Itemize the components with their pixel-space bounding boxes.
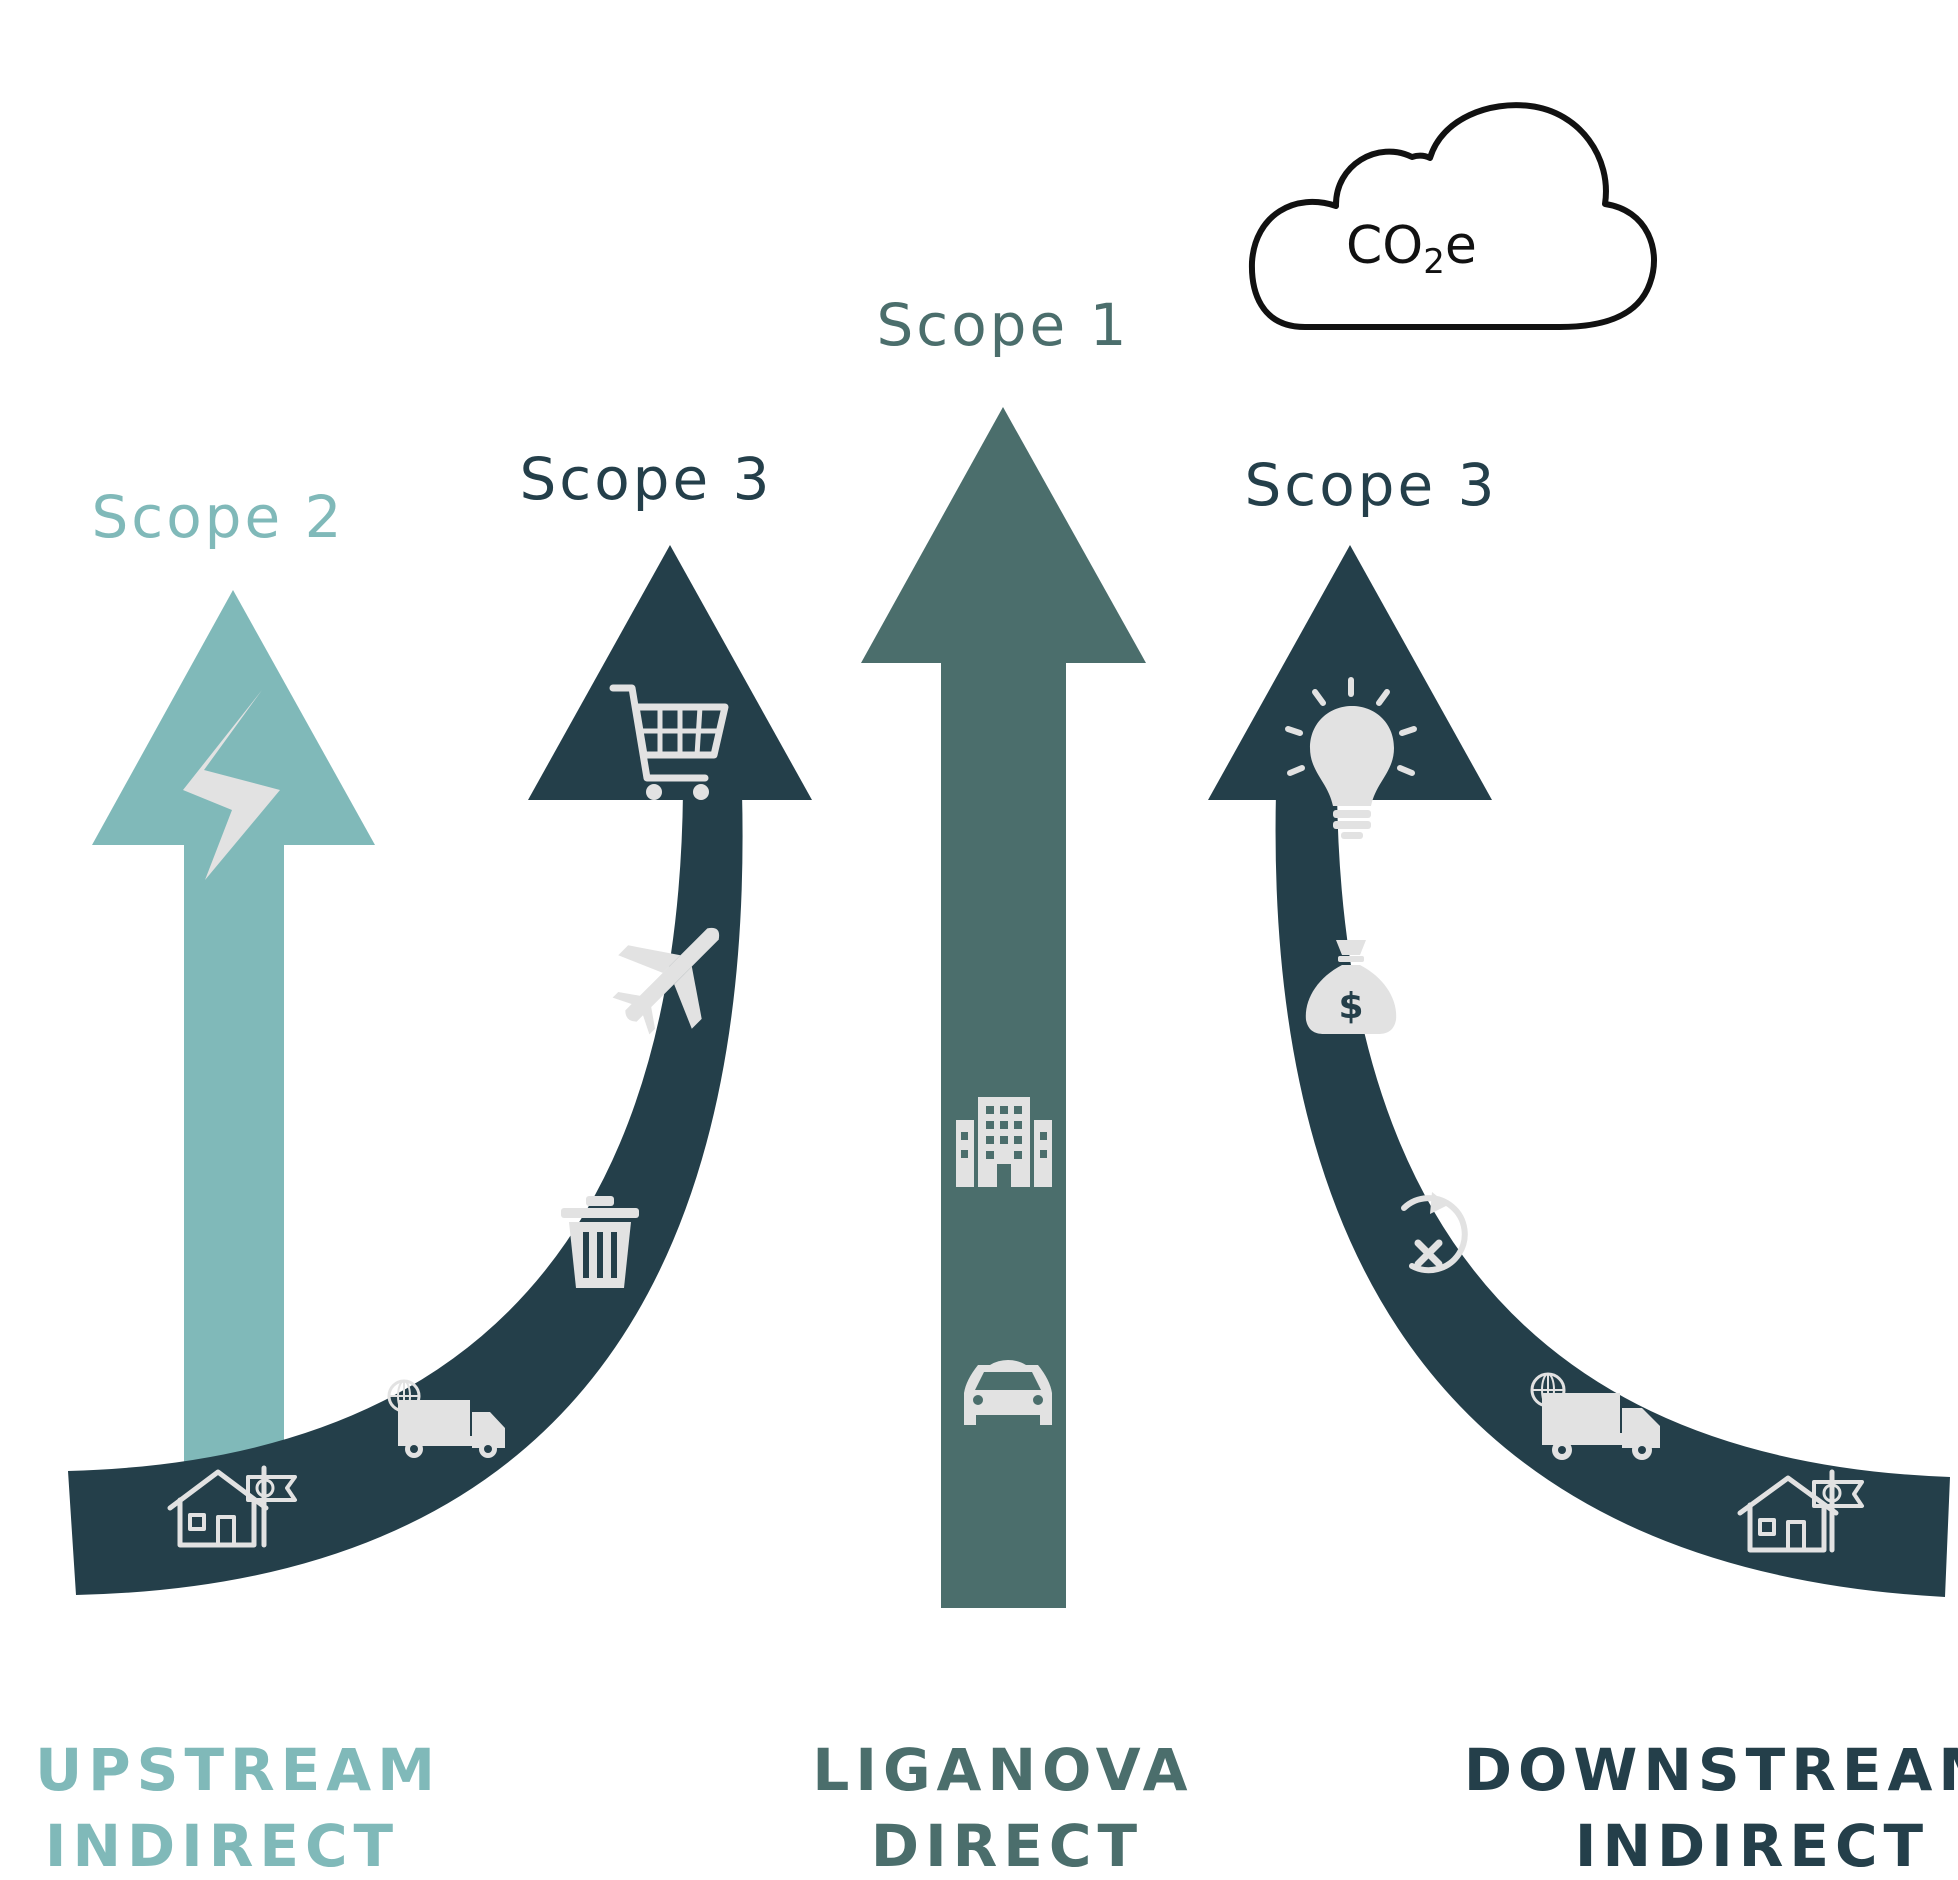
scope3-upstream-arrow — [68, 545, 812, 1595]
svg-text:CO2e: CO2e — [1346, 216, 1477, 282]
liganova-direct-label: LIGANOVA DIRECT — [812, 1736, 1193, 1880]
trash-bin-icon — [561, 1196, 639, 1288]
scope1-arrow — [861, 407, 1146, 1608]
scope3-upstream-label: Scope 3 — [519, 445, 772, 513]
house-signpost-icon-downstream — [1737, 1469, 1864, 1553]
co2e-label: CO — [1346, 216, 1423, 276]
light-bulb-icon — [1285, 677, 1417, 839]
co2e-suffix: e — [1445, 216, 1477, 276]
downstream-indirect-label: DOWNSTREAM INDIRECT — [1464, 1736, 1958, 1880]
scope2-arrow — [92, 590, 375, 1465]
airplane-icon — [612, 927, 720, 1035]
shopping-cart-icon — [609, 684, 729, 800]
downstream-line2: INDIRECT — [1575, 1812, 1929, 1880]
car-icon — [964, 1360, 1052, 1425]
svg-text:$: $ — [1338, 986, 1363, 1027]
scope2-label: Scope 2 — [91, 483, 344, 551]
delivery-truck-globe-icon-downstream — [1530, 1372, 1660, 1460]
delivery-truck-globe-icon — [387, 1379, 505, 1458]
return-cancel-icon — [1401, 1192, 1468, 1274]
co2e-subscript: 2 — [1423, 242, 1445, 282]
cloud-icon — [1248, 102, 1657, 330]
co2e-cloud: CO2e — [1248, 102, 1657, 330]
downstream-line1: DOWNSTREAM — [1464, 1736, 1958, 1804]
lightning-icon — [183, 690, 280, 880]
upstream-line2: INDIRECT — [45, 1812, 399, 1880]
upstream-line1: UPSTREAM — [35, 1736, 441, 1804]
upstream-indirect-label: UPSTREAM INDIRECT — [35, 1736, 441, 1880]
house-signpost-icon — [167, 1465, 297, 1548]
direct-line2: DIRECT — [871, 1812, 1143, 1880]
money-bag-icon: $ — [1305, 940, 1397, 1034]
direct-line1: LIGANOVA — [812, 1736, 1193, 1804]
scope3-downstream-label: Scope 3 — [1244, 451, 1497, 519]
office-building-icon — [956, 1097, 1052, 1187]
scope1-label: Scope 1 — [876, 291, 1129, 359]
